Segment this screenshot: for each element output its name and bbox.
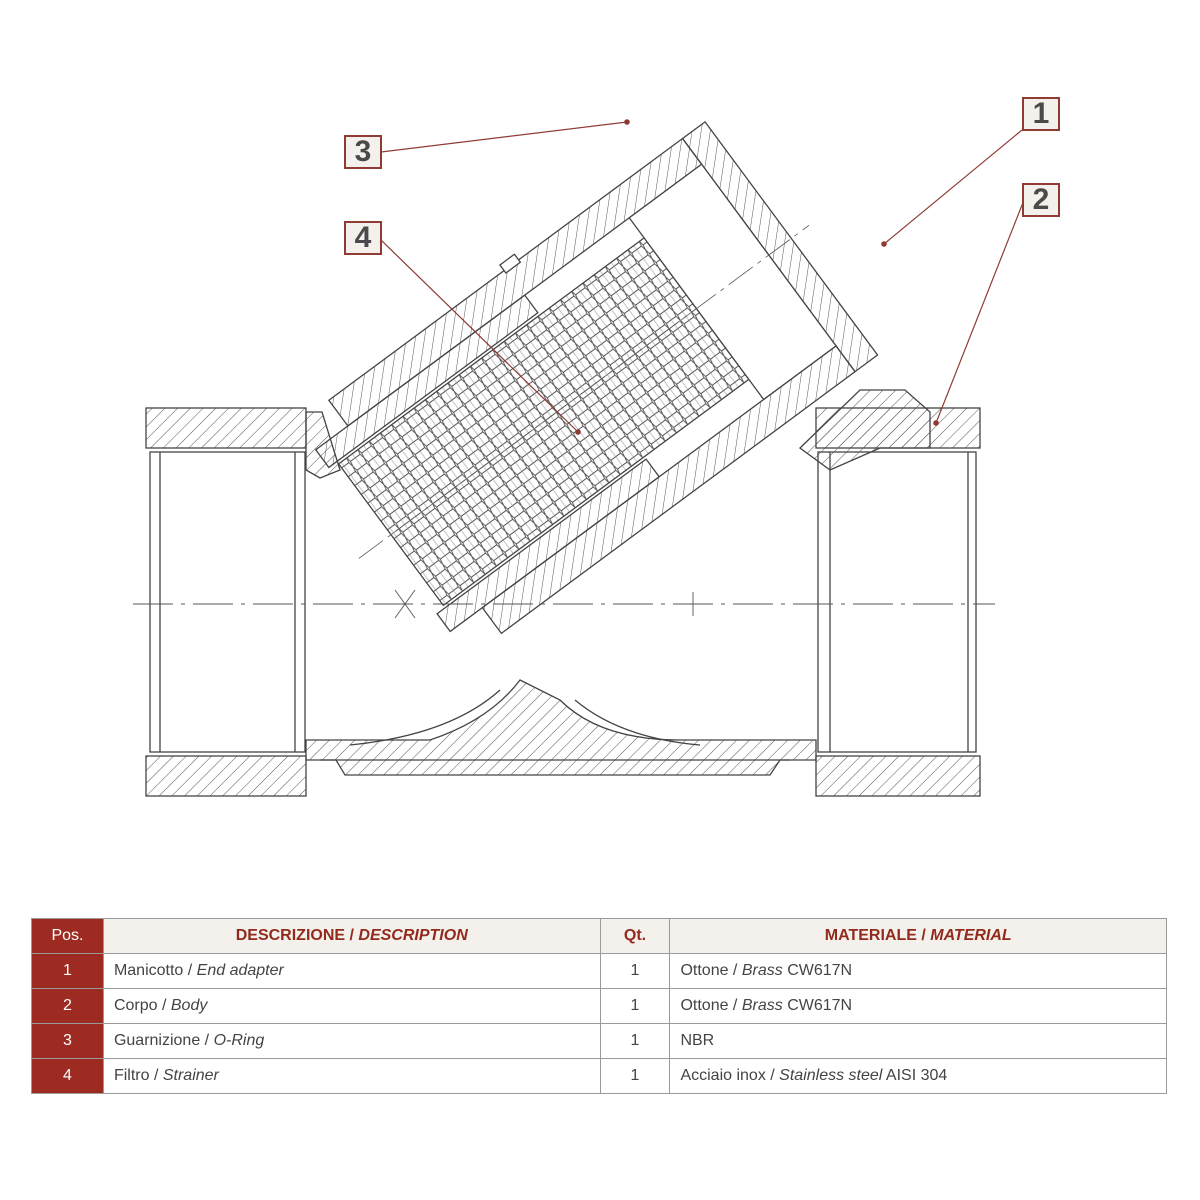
parts-table: Pos. DESCRIZIONE / DESCRIPTION Qt. MATER…: [31, 918, 1167, 1094]
row-material: Acciaio inox / Stainless steel AISI 304: [669, 1058, 1167, 1094]
body-lower-wall: [305, 679, 817, 776]
row-material: Ottone / Brass CW617N: [669, 953, 1167, 989]
row-description: Filtro / Strainer: [102, 1058, 601, 1094]
row-qty: 1: [599, 1058, 671, 1094]
y-strainer-section-drawing: [133, 119, 1025, 797]
header-pos: Pos.: [31, 918, 104, 954]
body-right-bore: [817, 451, 977, 753]
row-pos: 2: [31, 988, 104, 1024]
leader-lines: [380, 119, 1025, 435]
valve-body: [145, 389, 981, 797]
row-description: Manicotto / End adapter: [102, 953, 601, 989]
table-row: 3 Guarnizione / O-Ring 1 NBR: [31, 1023, 1167, 1059]
row-qty: 1: [599, 1023, 671, 1059]
leader-3: [380, 121, 628, 153]
body-tube-bottom: [436, 458, 661, 633]
leader-2: [935, 199, 1025, 424]
header-qty: Qt.: [599, 918, 671, 954]
leader-4: [380, 239, 579, 433]
header-material: MATERIALE / MATERIAL: [669, 918, 1167, 954]
callout-4: 4: [344, 221, 382, 255]
row-pos: 1: [31, 953, 104, 989]
body-left-collar-bottom: [145, 755, 307, 797]
callout-3: 3: [344, 135, 382, 169]
row-material: NBR: [669, 1023, 1167, 1059]
row-description: Guarnizione / O-Ring: [102, 1023, 601, 1059]
row-material: Ottone / Brass CW617N: [669, 988, 1167, 1024]
body-left-bore: [149, 451, 306, 753]
table-row: 1 Manicotto / End adapter 1 Ottone / Bra…: [31, 953, 1167, 989]
callout-2: 2: [1022, 183, 1060, 217]
header-description: DESCRIZIONE / DESCRIPTION: [102, 918, 601, 954]
row-pos: 4: [31, 1058, 104, 1094]
leader-1: [883, 129, 1023, 245]
row-pos: 3: [31, 1023, 104, 1059]
body-right-collar-bottom: [815, 755, 981, 797]
row-description: Corpo / Body: [102, 988, 601, 1024]
row-qty: 1: [599, 988, 671, 1024]
strainer-bonnet: [314, 120, 879, 635]
table-row: 2 Corpo / Body 1 Ottone / Brass CW617N: [31, 988, 1167, 1024]
table-row: 4 Filtro / Strainer 1 Acciaio inox / Sta…: [31, 1058, 1167, 1094]
body-upper-right-wall: [798, 389, 931, 471]
body-left-collar-top: [145, 407, 307, 449]
row-qty: 1: [599, 953, 671, 989]
callout-1: 1: [1022, 97, 1060, 131]
o-ring: [499, 253, 522, 274]
table-header-row: Pos. DESCRIZIONE / DESCRIPTION Qt. MATER…: [31, 918, 1167, 954]
